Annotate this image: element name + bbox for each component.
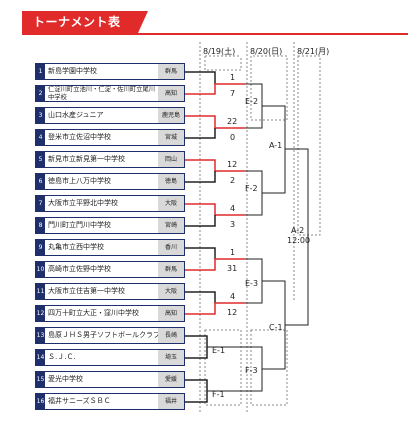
team-prefecture: 群馬 <box>158 262 184 277</box>
team-prefecture: 埼玉 <box>158 350 184 365</box>
score-m5-bottom: 31 <box>227 264 237 273</box>
score-m6-bottom: 12 <box>227 308 237 317</box>
team-row: 13 島原ＪＨＳ男子ソフトボールクラブ 長崎 <box>35 327 185 344</box>
team-row: 10 高崎市立佐野中学校 群馬 <box>35 261 185 278</box>
match-label-a1: A-1 <box>269 141 282 150</box>
team-seed: 5 <box>36 152 45 167</box>
score-m4-bottom: 3 <box>230 220 235 229</box>
date-label-day1: 8/19(土) <box>203 47 236 56</box>
team-name: 高崎市立佐野中学校 <box>48 265 111 273</box>
team-prefecture: 愛媛 <box>158 372 184 387</box>
match-label-e2: E-2 <box>245 97 258 106</box>
team-seed: 6 <box>36 174 45 189</box>
team-seed: 8 <box>36 218 45 233</box>
team-prefecture: 宮崎 <box>158 218 184 233</box>
team-seed: 7 <box>36 196 45 211</box>
header-banner-shape <box>22 11 148 33</box>
team-name: 大阪市立住吉第一中学校 <box>48 287 125 295</box>
team-name: 愛光中学校 <box>48 375 83 383</box>
score-m3-bottom: 2 <box>230 176 235 185</box>
team-prefecture: 宮城 <box>158 130 184 145</box>
match-time-a2: 12:00 <box>287 236 310 245</box>
team-seed: 16 <box>36 394 45 409</box>
date-label-day3: 8/21(月) <box>297 47 330 56</box>
team-row: 4 登米市立佐沼中学校 宮城 <box>35 129 185 146</box>
team-row: 7 大阪市立平野北中学校 大阪 <box>35 195 185 212</box>
match-label-f3: F-3 <box>245 366 258 375</box>
team-row: 12 四万十町立大正・窪川中学校 高知 <box>35 305 185 322</box>
team-prefecture: 徳島 <box>158 174 184 189</box>
score-m2-top: 22 <box>227 117 237 126</box>
team-prefecture: 大阪 <box>158 196 184 211</box>
team-row: 11 大阪市立住吉第一中学校 大阪 <box>35 283 185 300</box>
team-row: 14 Ｓ.Ｊ.Ｃ. 埼玉 <box>35 349 185 366</box>
date-label-day2: 8/20(日) <box>250 47 283 56</box>
score-m1-bottom: 7 <box>230 89 235 98</box>
team-row: 9 丸亀市立西中学校 香川 <box>35 239 185 256</box>
team-name: 福井サニーズＳＢＣ <box>48 397 111 405</box>
team-seed: 13 <box>36 328 45 343</box>
team-seed: 10 <box>36 262 45 277</box>
page-title: トーナメント表 <box>33 15 121 29</box>
team-name: 島原ＪＨＳ男子ソフトボールクラブ <box>48 331 158 339</box>
score-m4-top: 4 <box>230 204 235 213</box>
match-label-e3: E-3 <box>245 279 258 288</box>
team-name: 登米市立佐沼中学校 <box>48 133 111 141</box>
team-seed: 1 <box>36 64 45 79</box>
team-seed: 2 <box>36 86 45 101</box>
team-name: 仁淀川町立池川・仁淀・佐川町立尾川中学校 <box>48 86 156 101</box>
header-banner: トーナメント表 <box>22 11 148 33</box>
team-row: 5 新見市立新見第一中学校 岡山 <box>35 151 185 168</box>
score-m5-top: 1 <box>230 248 235 257</box>
team-name: Ｓ.Ｊ.Ｃ. <box>48 353 76 361</box>
team-name: 四万十町立大正・窪川中学校 <box>48 309 139 317</box>
team-row: 16 福井サニーズＳＢＣ 福井 <box>35 393 185 410</box>
team-prefecture: 高知 <box>158 306 184 321</box>
day2-frame-top <box>250 55 288 121</box>
match-label-f1: F-1 <box>212 390 225 399</box>
team-row: 2 仁淀川町立池川・仁淀・佐川町立尾川中学校 高知 <box>35 85 185 102</box>
team-name: 徳島市上八万中学校 <box>48 177 111 185</box>
team-seed: 14 <box>36 350 45 365</box>
score-m2-bottom: 0 <box>230 133 235 142</box>
team-row: 1 新島学園中学校 群馬 <box>35 63 185 80</box>
team-row: 6 徳島市上八万中学校 徳島 <box>35 173 185 190</box>
team-prefecture: 香川 <box>158 240 184 255</box>
match-label-f2: F-2 <box>245 184 258 193</box>
day3-frame <box>297 55 321 236</box>
team-prefecture: 高知 <box>158 86 184 101</box>
team-prefecture: 大阪 <box>158 284 184 299</box>
match-label-e1: E-1 <box>212 346 225 355</box>
team-prefecture: 群馬 <box>158 64 184 79</box>
team-name: 山口水産ジュニア <box>48 111 104 119</box>
header-divider <box>22 33 408 35</box>
team-name: 丸亀市立西中学校 <box>48 243 104 251</box>
team-seed: 15 <box>36 372 45 387</box>
team-name: 大阪市立平野北中学校 <box>48 199 118 207</box>
score-m1-top: 1 <box>230 73 235 82</box>
team-row: 15 愛光中学校 愛媛 <box>35 371 185 388</box>
team-name: 新見市立新見第一中学校 <box>48 155 125 163</box>
team-seed: 12 <box>36 306 45 321</box>
score-m6-top: 4 <box>230 292 235 301</box>
team-seed: 4 <box>36 130 45 145</box>
match-label-a2: A-2 <box>291 226 304 235</box>
team-row: 3 山口水産ジュニア 鹿児島 <box>35 107 185 124</box>
team-row: 8 門川町立門川中学校 宮崎 <box>35 217 185 234</box>
team-seed: 9 <box>36 240 45 255</box>
team-name: 新島学園中学校 <box>48 67 97 75</box>
team-prefecture: 岡山 <box>158 152 184 167</box>
match-label-c1: C-1 <box>269 323 283 332</box>
team-prefecture: 福井 <box>158 394 184 409</box>
team-seed: 11 <box>36 284 45 299</box>
day1-frame-top <box>204 56 242 71</box>
score-m3-top: 12 <box>227 160 237 169</box>
day2-frame-bottom <box>250 329 288 406</box>
team-name: 門川町立門川中学校 <box>48 221 111 229</box>
team-prefecture: 長崎 <box>158 328 184 343</box>
team-prefecture: 鹿児島 <box>158 108 184 123</box>
team-seed: 3 <box>36 108 45 123</box>
